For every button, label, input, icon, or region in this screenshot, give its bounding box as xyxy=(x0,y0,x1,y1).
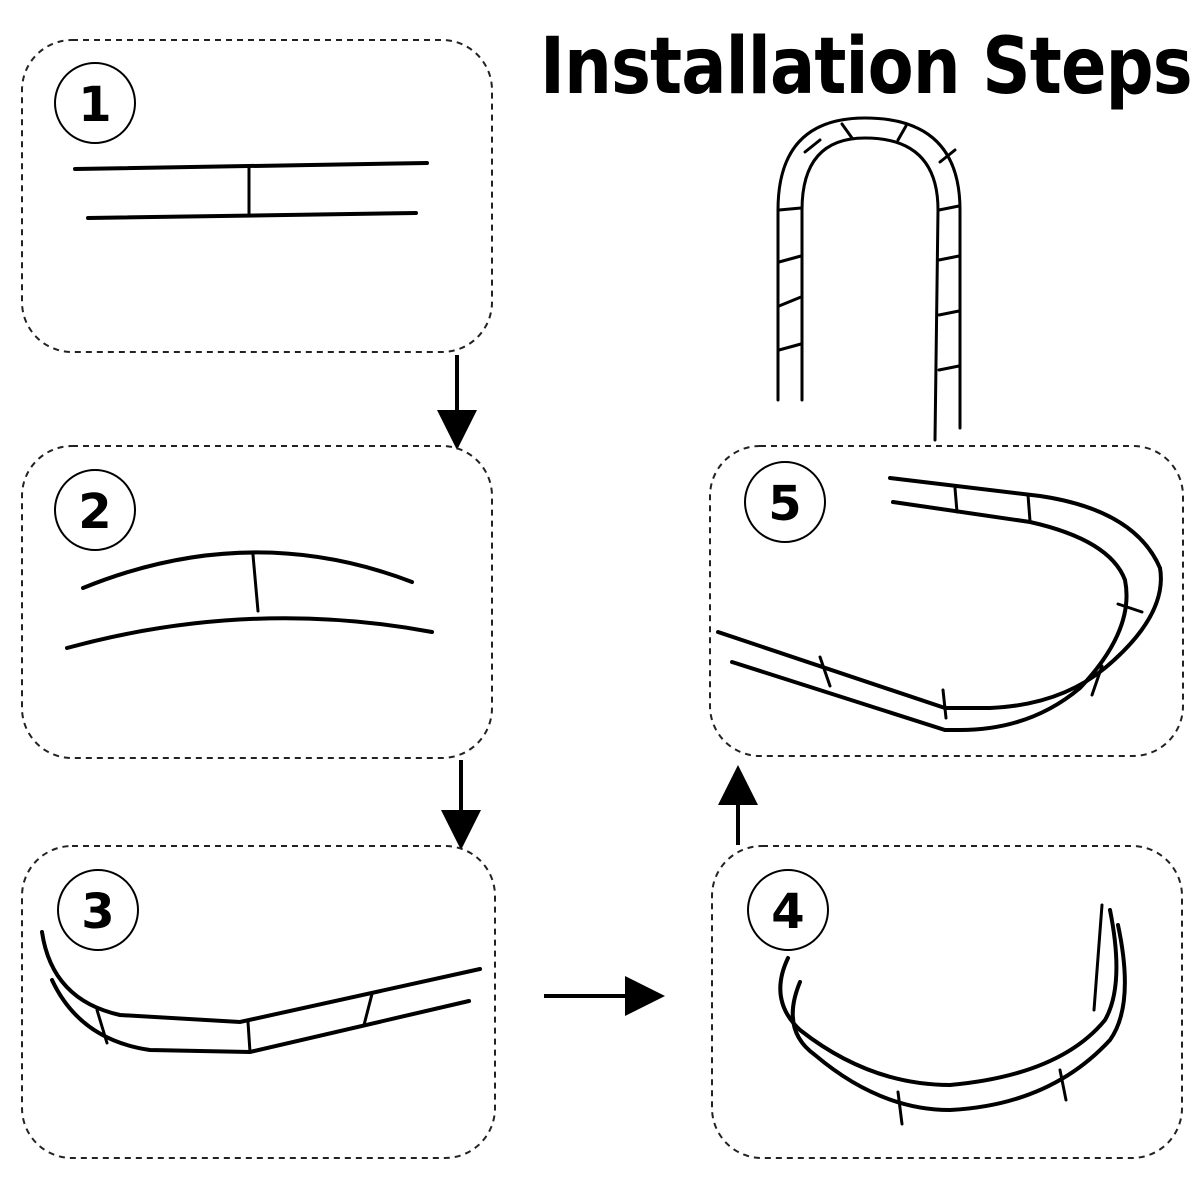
step-1-badge xyxy=(54,62,136,144)
step-4-number: 4 xyxy=(771,884,804,940)
step-5-number: 5 xyxy=(768,476,801,532)
step-3-panel: 3 xyxy=(21,845,496,1159)
step-5-frame xyxy=(709,445,1184,757)
finished-arch xyxy=(776,116,962,442)
page-title: Installation Steps xyxy=(540,22,1193,112)
step-4-illustration xyxy=(778,903,1127,1126)
step-4-frame xyxy=(711,845,1183,1159)
step-1-frame xyxy=(21,39,493,353)
step-5-panel: 5 xyxy=(709,445,1184,757)
step-5-badge xyxy=(744,461,826,543)
step-2-panel: 2 xyxy=(21,445,493,759)
step-1-panel: 1 xyxy=(21,39,493,353)
step-2-illustration xyxy=(65,550,434,650)
step-3-frame xyxy=(21,845,496,1159)
step-5-illustration xyxy=(716,476,1163,732)
step-4-badge xyxy=(747,869,829,951)
step-3-illustration xyxy=(40,930,482,1055)
step-2-number: 2 xyxy=(78,484,111,540)
step-4-panel: 4 xyxy=(711,845,1183,1159)
step-3-badge xyxy=(57,869,139,951)
step-3-number: 3 xyxy=(81,884,114,940)
step-2-frame xyxy=(21,445,493,759)
step-1-illustration xyxy=(73,161,429,220)
step-1-number: 1 xyxy=(78,77,111,133)
step-2-badge xyxy=(54,469,136,551)
